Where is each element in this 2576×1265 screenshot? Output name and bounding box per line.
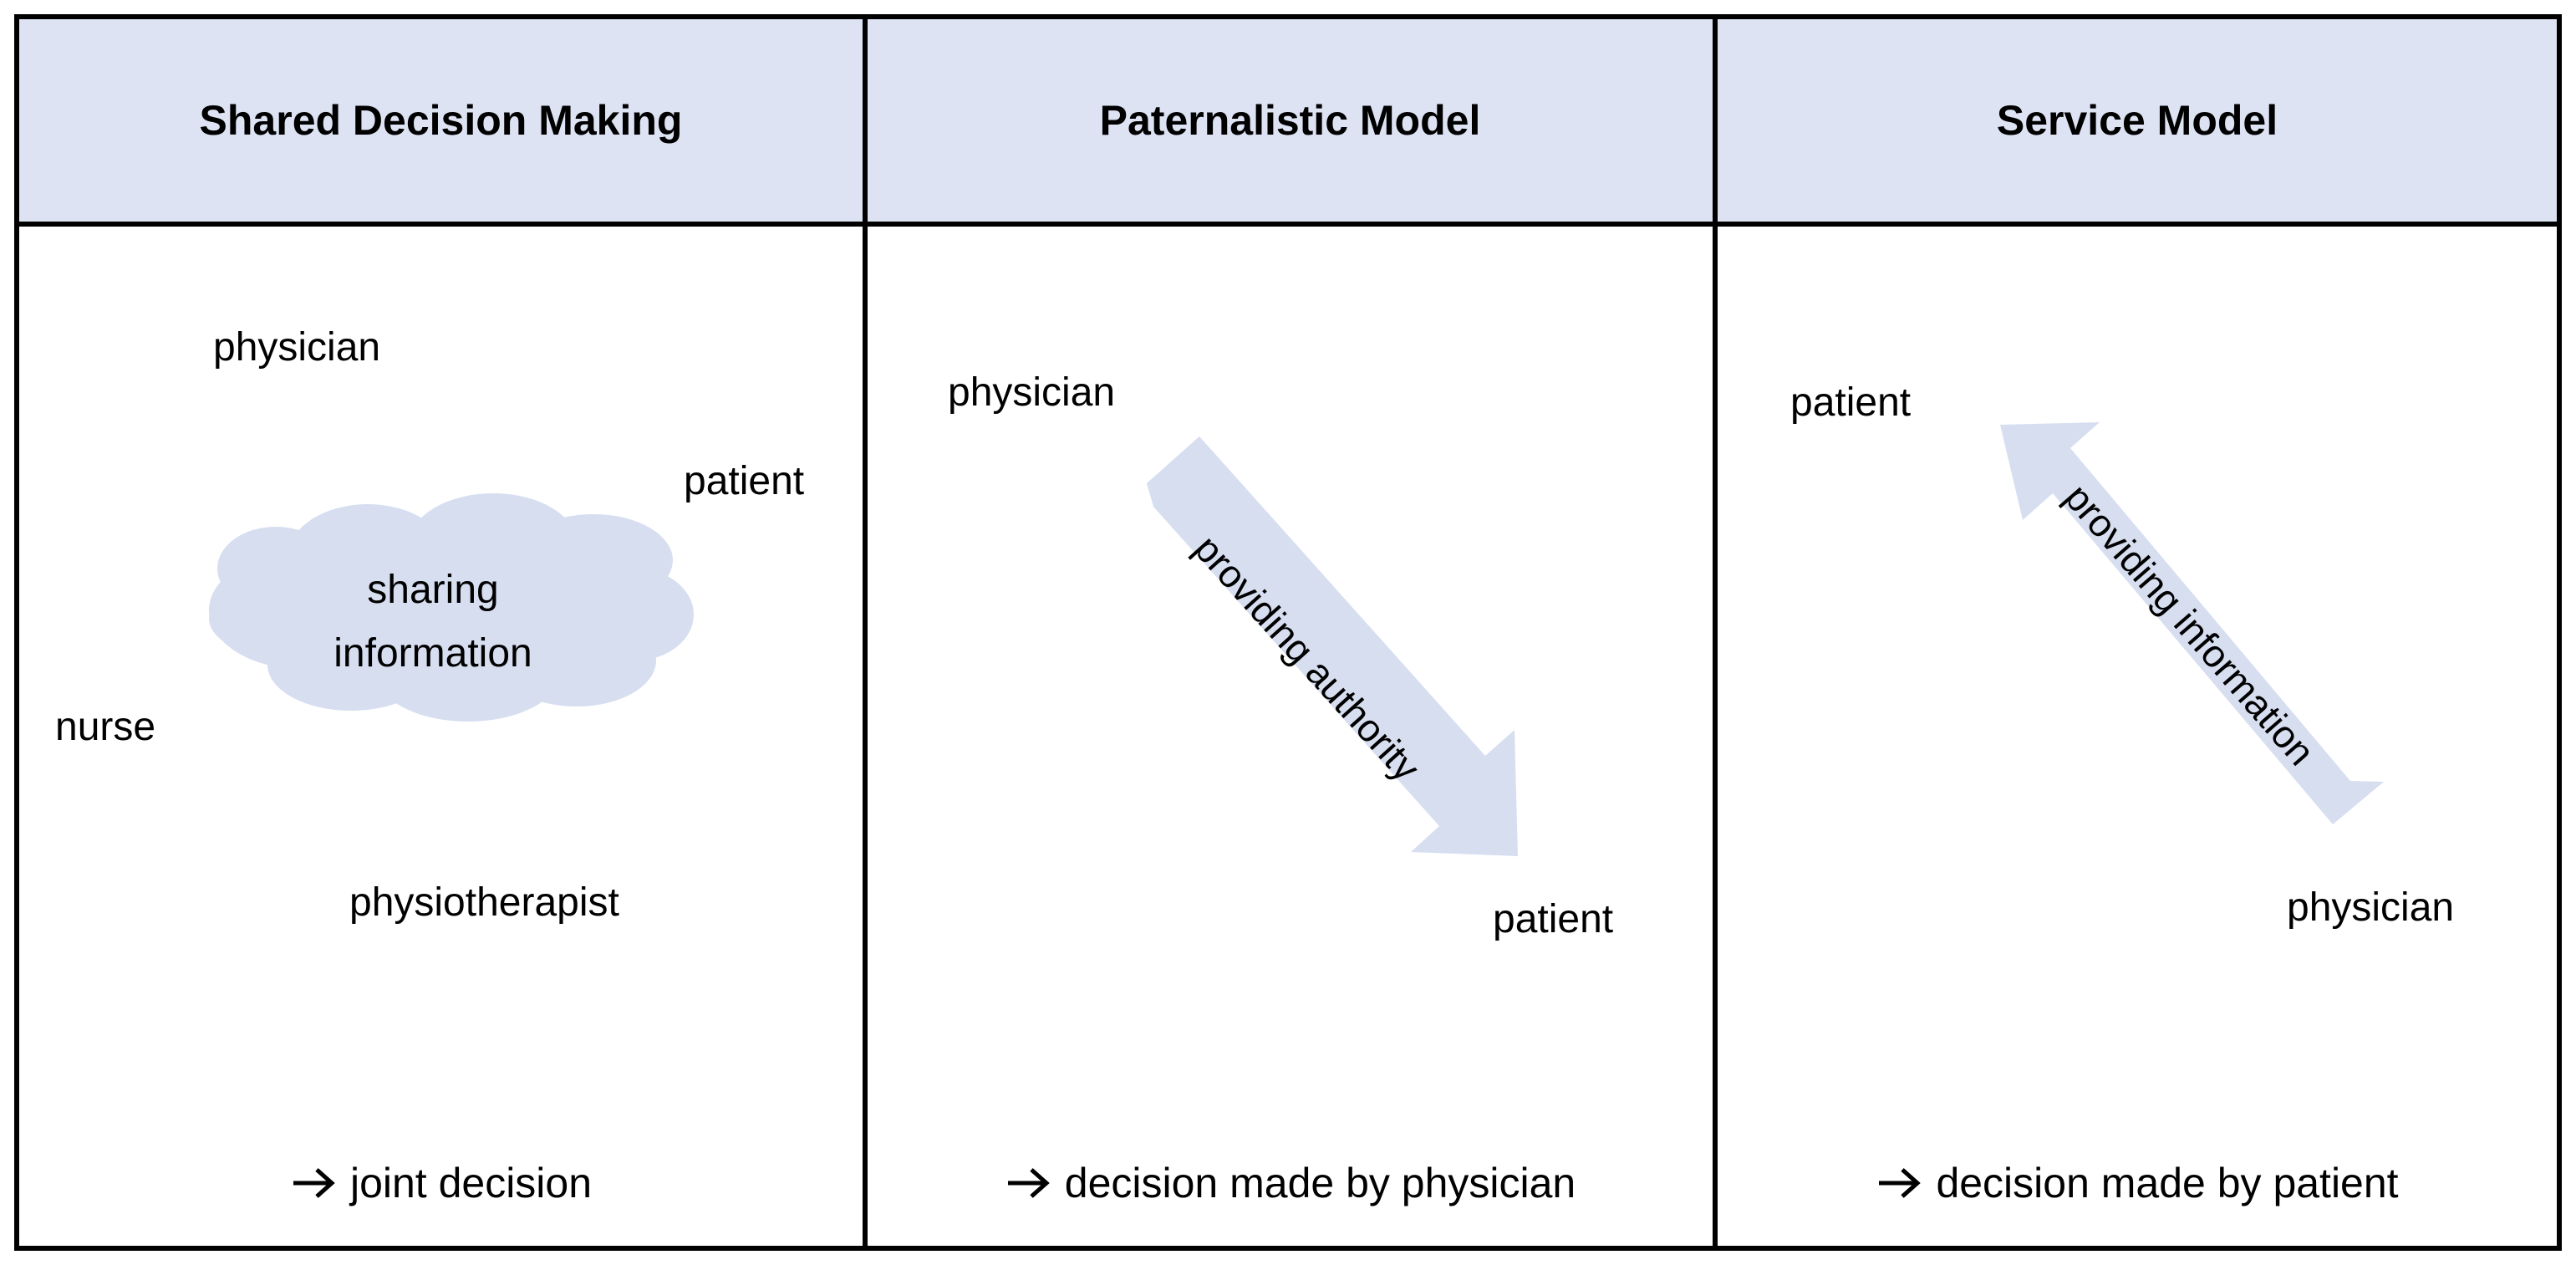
header-shared-decision-making: Shared Decision Making: [199, 97, 683, 144]
conclusion-text: decision made by physician: [1064, 1160, 1576, 1206]
actor-physician: physician: [213, 325, 381, 370]
right-arrow-icon: [1879, 1168, 1922, 1198]
header-paternalistic-model: Paternalistic Model: [1099, 97, 1481, 144]
conclusion-joint-decision: joint decision: [17, 1154, 865, 1212]
cloud-label: sharing information: [266, 559, 600, 686]
actor-patient: patient: [1790, 380, 1912, 425]
actor-nurse: nurse: [55, 705, 156, 749]
actor-patient: patient: [684, 459, 805, 503]
conclusion-text: joint decision: [349, 1160, 593, 1206]
information-arrow: [2000, 422, 2384, 824]
cloud-label-line1: sharing: [367, 568, 499, 612]
conclusion-patient-decision: decision made by patient: [1715, 1154, 2559, 1212]
authority-arrow: [1147, 436, 1518, 856]
right-arrow-icon: [1007, 1168, 1050, 1198]
conclusion-physician-decision: decision made by physician: [865, 1154, 1715, 1212]
header-background: [17, 17, 2559, 224]
actor-physician: physician: [948, 370, 1116, 415]
actor-physiotherapist: physiotherapist: [349, 880, 619, 925]
actor-patient: patient: [1493, 897, 1614, 941]
header-service-model: Service Model: [1996, 97, 2278, 144]
right-arrow-icon: [293, 1168, 335, 1198]
conclusion-text: decision made by patient: [1936, 1160, 2399, 1206]
cloud-shape: [209, 493, 694, 722]
actor-physician: physician: [2287, 885, 2455, 930]
table-borders: [14, 14, 2562, 1251]
cloud-label-line2: information: [333, 631, 532, 676]
